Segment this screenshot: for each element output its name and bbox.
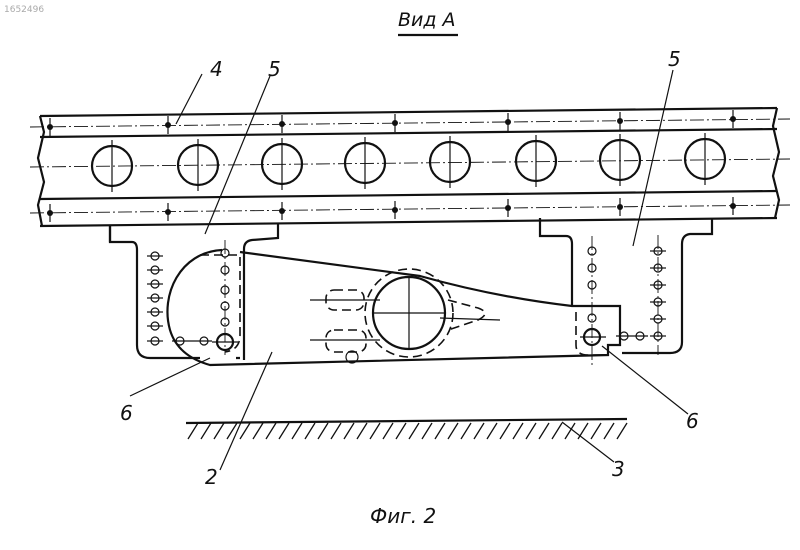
ground-hatch-line — [591, 423, 601, 439]
ground-hatch-line — [500, 423, 510, 439]
ground-hatch-line — [214, 423, 224, 439]
ground-hatch-line — [227, 423, 237, 439]
label-part-6-right: 6 — [686, 409, 699, 433]
ground-hatch-line — [435, 423, 445, 439]
ground-hatch-line — [331, 423, 341, 439]
ground-hatch-line — [305, 423, 315, 439]
label-part-2: 2 — [205, 465, 218, 489]
ground-hatch-line — [409, 423, 419, 439]
figure-caption: Фиг. 2 — [370, 504, 436, 528]
ground-hatch-line — [552, 423, 562, 439]
ground-hatch-line — [292, 423, 302, 439]
ground-hatch-line — [539, 423, 549, 439]
label-part-4: 4 — [210, 57, 223, 81]
view-title: Вид А — [398, 9, 456, 31]
ground-hatch-line — [253, 423, 263, 439]
ground-hatch-line — [357, 423, 367, 439]
ground-hatch-line — [344, 423, 354, 439]
ground-hatch-line — [474, 423, 484, 439]
label-part-5-left: 5 — [268, 57, 281, 81]
hub — [310, 269, 500, 363]
ground-hatch-line — [188, 423, 198, 439]
ground — [186, 419, 627, 439]
ground-hatch-line — [526, 423, 536, 439]
watermark-number: 1652496 — [4, 5, 44, 15]
ground-hatch-line — [383, 423, 393, 439]
left-bracket — [110, 224, 278, 360]
right-bracket-rivets — [616, 235, 666, 355]
ground-hatch-line — [578, 423, 588, 439]
right-pin-rivets — [580, 236, 606, 365]
ground-hatch-line — [370, 423, 380, 439]
ground-hatch-line — [461, 423, 471, 439]
ground-hatch-line — [448, 423, 458, 439]
beam-axis — [30, 159, 790, 167]
label-part-6-left: 6 — [120, 401, 133, 425]
beam-holes — [92, 133, 725, 192]
left-bracket-rivets — [147, 252, 212, 345]
ground-hatch-line — [266, 423, 276, 439]
ground-hatch-line — [604, 423, 614, 439]
label-part-5-right: 5 — [668, 47, 681, 71]
ground-hatch-line — [201, 423, 211, 439]
label-part-3: 3 — [612, 457, 625, 481]
ground-hatch-line — [318, 423, 328, 439]
ground-hatch-line — [513, 423, 523, 439]
ground-hatch-line — [422, 423, 432, 439]
ground-hatch-line — [279, 423, 289, 439]
ground-hatch-line — [240, 423, 250, 439]
ground-hatch-line — [617, 423, 627, 439]
left-pin-rivets — [212, 240, 238, 355]
ground-hatch-line — [487, 423, 497, 439]
ground-hatch-line — [396, 423, 406, 439]
